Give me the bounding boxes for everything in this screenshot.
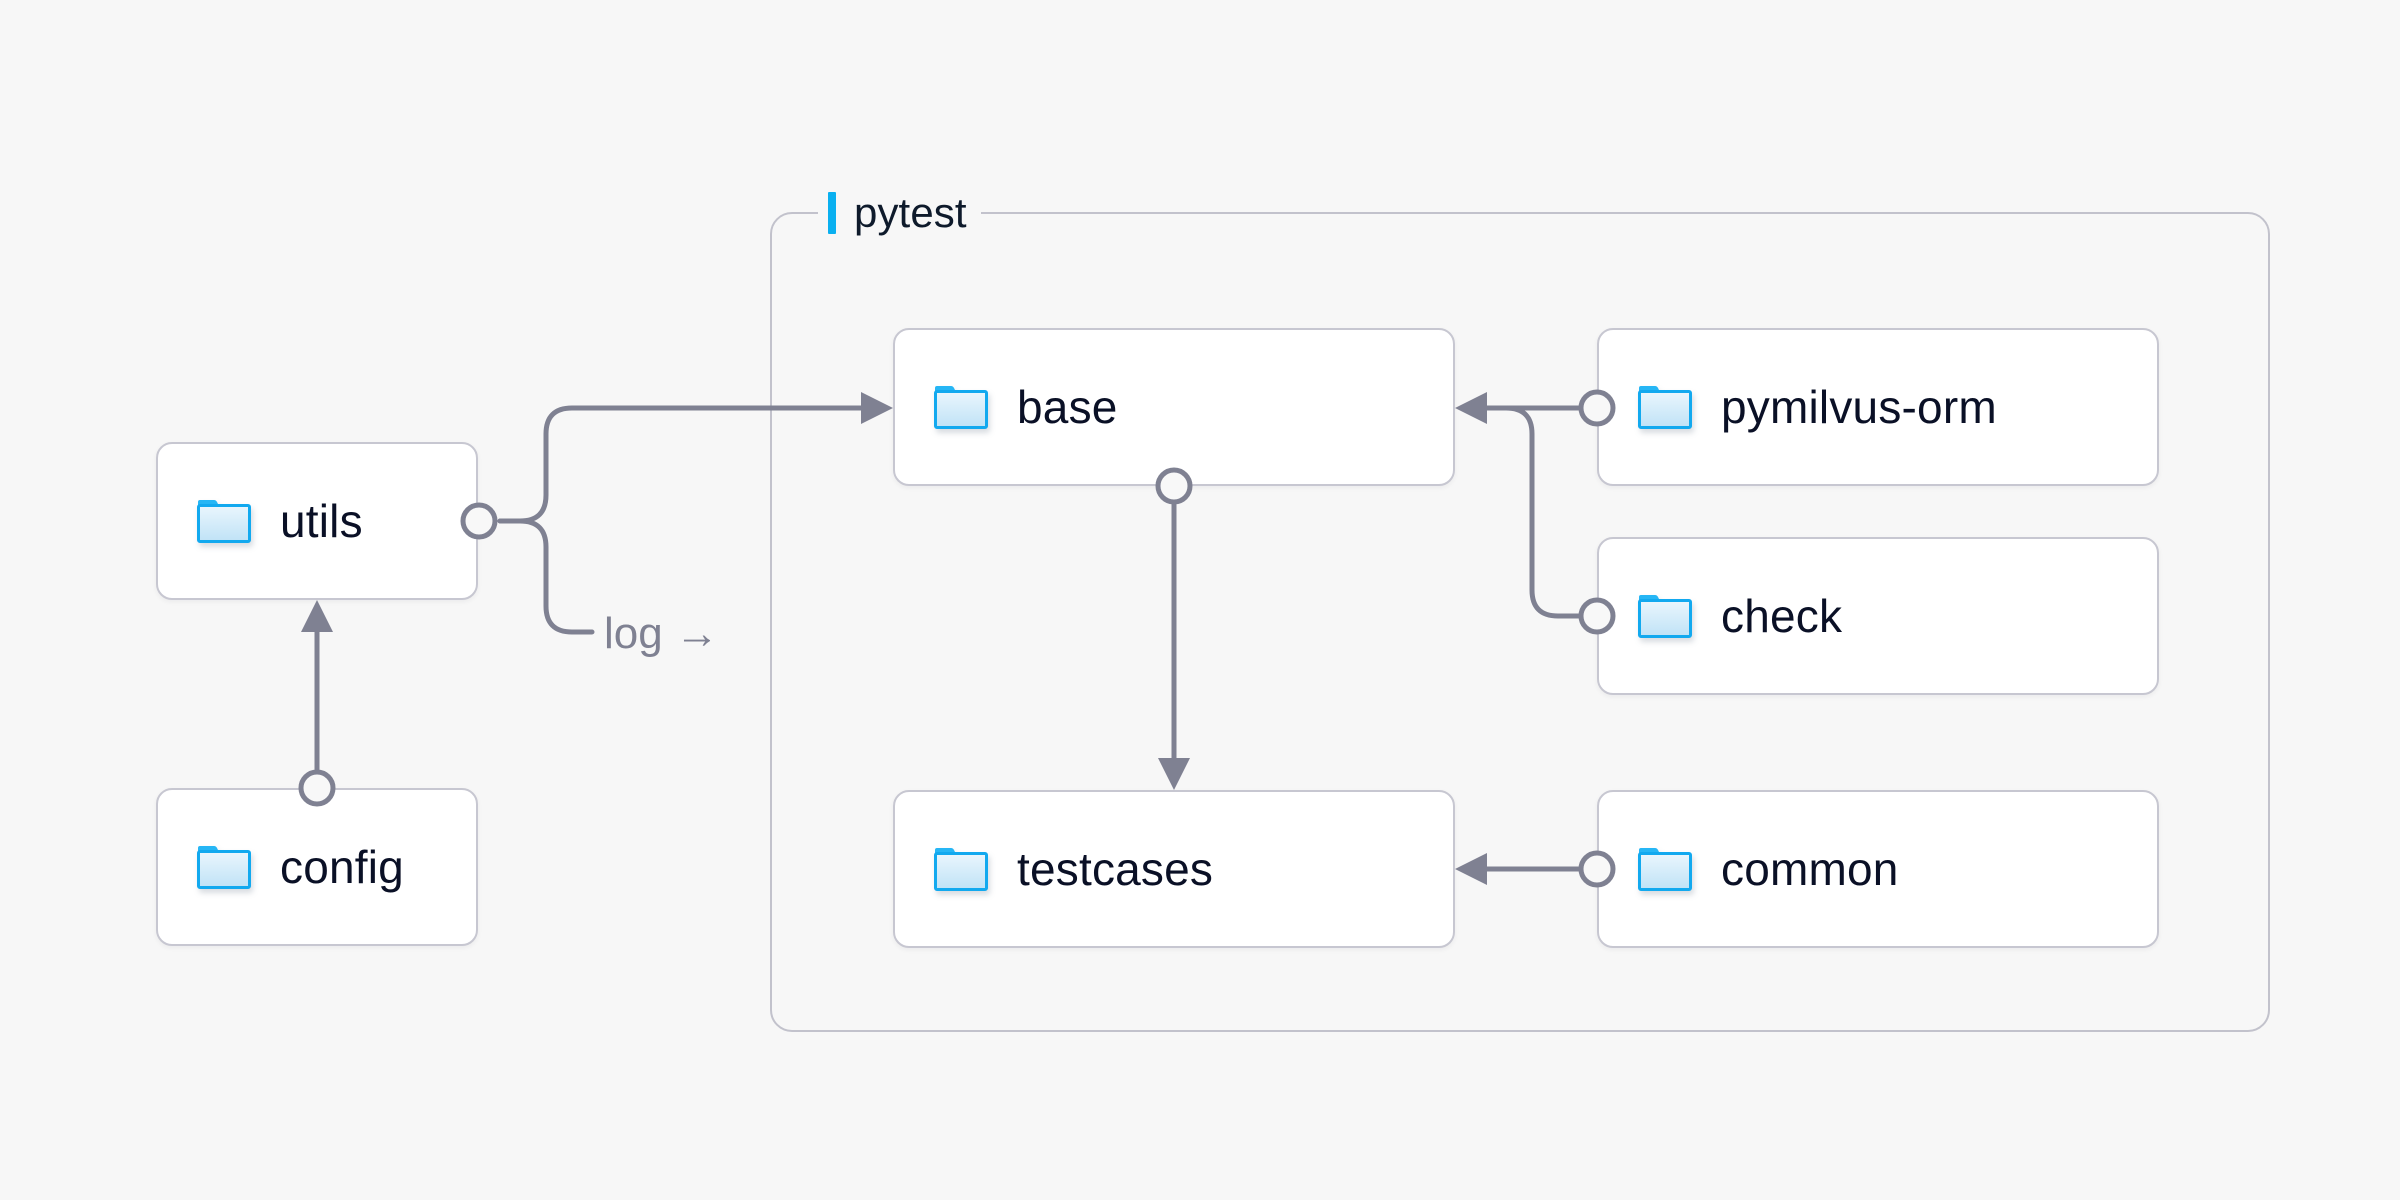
folder-icon <box>197 500 251 543</box>
node-label-check: check <box>1721 590 1843 642</box>
node-label-base: base <box>1017 381 1118 433</box>
folder-icon <box>197 846 251 889</box>
folder-icon <box>1638 595 1692 638</box>
node-config[interactable]: config <box>156 788 478 946</box>
node-utils[interactable]: utils <box>156 442 478 600</box>
node-label-pymilvus-orm: pymilvus-orm <box>1721 381 1997 433</box>
node-label-common: common <box>1721 843 1899 895</box>
node-check[interactable]: check <box>1597 537 2159 695</box>
node-label-testcases: testcases <box>1017 843 1214 895</box>
folder-icon <box>934 386 988 429</box>
group-title: pytest <box>854 189 967 236</box>
group-container-pytest <box>770 212 2270 1032</box>
folder-icon <box>1638 848 1692 891</box>
edge-label-log: log → <box>604 609 719 658</box>
edge-config-to-utils <box>301 600 333 775</box>
node-common[interactable]: common <box>1597 790 2159 948</box>
group-accent-bar <box>828 192 836 234</box>
arrowhead-icon <box>301 600 333 632</box>
edge-utils-to-log <box>497 518 595 635</box>
node-pymilvus-orm[interactable]: pymilvus-orm <box>1597 328 2159 486</box>
node-base[interactable]: base <box>893 328 1455 486</box>
folder-icon <box>1638 386 1692 429</box>
node-label-config: config <box>280 841 404 893</box>
node-testcases[interactable]: testcases <box>893 790 1455 948</box>
group-label-pytest: pytest <box>818 185 981 241</box>
node-label-utils: utils <box>280 495 363 547</box>
folder-icon <box>934 848 988 891</box>
